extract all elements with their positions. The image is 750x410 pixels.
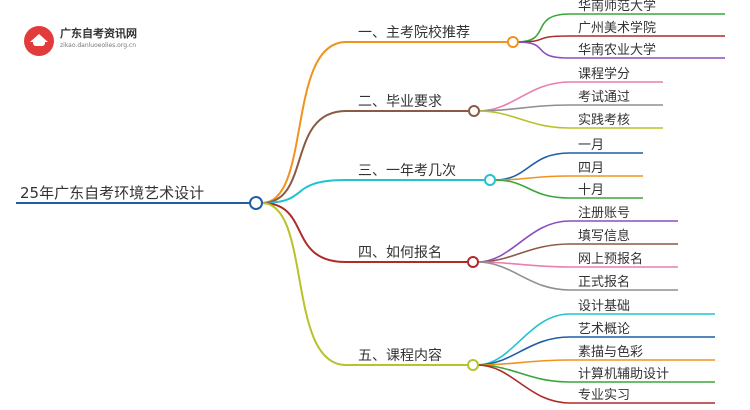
child-label: 艺术概论 xyxy=(578,322,630,337)
branch-node xyxy=(467,359,479,371)
child-connector xyxy=(516,41,725,59)
branch-label: 四、如何报名 xyxy=(358,245,442,261)
child-connector xyxy=(493,175,643,181)
root-label: 25年广东自考环境艺术设计 xyxy=(20,184,204,202)
branch-node xyxy=(484,174,496,186)
child-connector xyxy=(476,359,715,366)
child-label: 专业实习 xyxy=(578,388,630,403)
child-connector xyxy=(476,261,678,291)
child-connector xyxy=(516,35,725,43)
logo-name: 广东自考资讯网 xyxy=(60,27,137,40)
child-connector xyxy=(493,152,643,181)
child-connector xyxy=(476,336,715,366)
branch-connector xyxy=(261,202,473,366)
branch-label: 五、课程内容 xyxy=(358,347,442,364)
child-connector xyxy=(477,104,663,112)
branch-node xyxy=(507,36,519,48)
branch-connector xyxy=(261,179,490,204)
child-connector xyxy=(476,313,715,366)
child-label: 计算机辅助设计 xyxy=(578,367,669,382)
child-label: 网上预报名 xyxy=(578,251,643,267)
branch-node xyxy=(468,105,480,117)
child-label: 四月 xyxy=(578,161,604,176)
child-label: 正式报名 xyxy=(578,274,630,290)
child-label: 设计基础 xyxy=(578,299,630,314)
child-connector xyxy=(476,220,678,263)
child-label: 填写信息 xyxy=(578,228,630,244)
child-connector xyxy=(476,261,678,268)
child-label: 华南师范大学 xyxy=(578,0,656,14)
child-label: 华南农业大学 xyxy=(578,42,656,58)
logo-url: zikao.danluoeolies.org.cn xyxy=(60,42,137,49)
child-label: 广州美术学院 xyxy=(578,20,656,36)
child-connector xyxy=(493,179,643,199)
branch-label: 三、一年考几次 xyxy=(358,163,456,179)
child-connector xyxy=(476,243,678,263)
child-label: 考试通过 xyxy=(578,90,630,105)
site-logo: 广东自考资讯网 zikao.danluoeolies.org.cn xyxy=(24,22,144,56)
child-connector xyxy=(476,364,715,404)
branch-connector xyxy=(261,110,474,204)
branch-node xyxy=(467,256,479,268)
child-label: 注册账号 xyxy=(578,206,630,221)
branch-connector xyxy=(261,41,513,204)
child-connector xyxy=(477,110,663,129)
branch-label: 二、毕业要求 xyxy=(358,94,442,110)
child-label: 十月 xyxy=(578,183,604,198)
child-connector xyxy=(477,81,663,112)
child-label: 实践考核 xyxy=(578,113,630,128)
child-label: 一月 xyxy=(578,138,604,153)
root-node xyxy=(249,196,263,210)
child-label: 课程学分 xyxy=(578,66,630,82)
branch-label: 一、主考院校推荐 xyxy=(358,24,470,41)
branch-connector xyxy=(261,202,473,263)
child-label: 素描与色彩 xyxy=(578,344,643,360)
child-connector xyxy=(516,13,725,43)
